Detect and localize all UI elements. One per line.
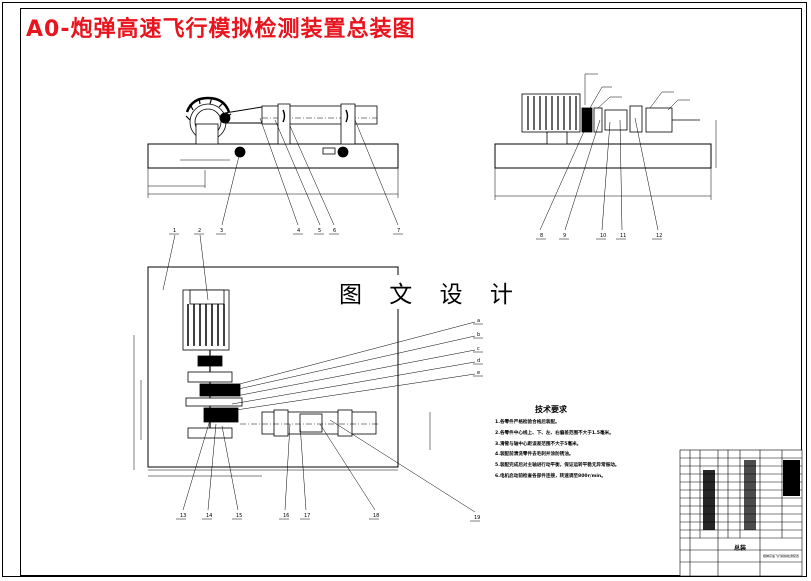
title-block-label: 总装 [734, 545, 747, 552]
tech-requirements-heading: 技术要求 [535, 405, 567, 414]
part-number-label: e [477, 370, 480, 376]
part-number-label: 5 [318, 228, 321, 234]
part-number-label: d [477, 358, 480, 364]
tech-requirement-item: 2.各零件中心线上、下、左、右偏差范围不大于1.5毫米。 [495, 430, 614, 436]
inner-frame [20, 8, 802, 576]
tech-requirement-item: 3.滑管与轴中心距误差范围不大于5毫米。 [495, 441, 582, 447]
front-view [147, 96, 399, 226]
part-number-label: 18 [373, 513, 379, 519]
watermark-text: 图 文 设 计 [333, 275, 529, 309]
part-number-label: 3 [220, 228, 223, 234]
part-number-label: 7 [397, 228, 400, 234]
tech-requirement-item: 4.装配前清洗零件去毛刺并涂防锈油。 [495, 452, 574, 458]
part-number-label: 14 [206, 513, 212, 519]
part-number-label: 15 [236, 513, 242, 519]
part-number-label: 11 [620, 233, 626, 239]
part-number-label: 2 [198, 228, 201, 234]
tech-requirement-item: 1.各零件严格检验合格后装配。 [495, 420, 560, 425]
part-number-label: 4 [297, 228, 300, 234]
part-number-label: 16 [283, 513, 289, 519]
part-number-label: b [477, 332, 480, 338]
part-number-label: 19 [474, 515, 480, 521]
part-number-label: 10 [600, 233, 606, 239]
part-number-label: 6 [333, 228, 336, 234]
part-number-label: 17 [304, 513, 310, 519]
part-number-label: 13 [180, 513, 186, 519]
part-number-label: c [477, 346, 480, 352]
tech-requirement-item: 6.电机启动前检查各部件连接，转速调至800r/min。 [495, 473, 606, 479]
part-number-label: a [477, 318, 480, 324]
part-number-label: 1 [173, 228, 176, 234]
tech-requirement-item: 5.装配完成后对主轴进行动平衡，保证运转平稳无异常振动。 [495, 463, 620, 469]
tech-requirements: 技术要求 1.各零件严格检验合格后装配。 2.各零件中心线上、下、左、右偏差范围… [495, 404, 685, 483]
drawing-title: A0-炮弹高速飞行模拟检测装置总装图 [26, 17, 416, 42]
part-number-label: 9 [563, 233, 566, 239]
title-block-drawing-name: 炮弹高速飞行模拟检测装置 [763, 554, 800, 558]
part-number-label: 8 [540, 233, 543, 239]
title-block [679, 449, 803, 577]
part-number-label: 12 [656, 233, 662, 239]
side-view [494, 73, 717, 231]
